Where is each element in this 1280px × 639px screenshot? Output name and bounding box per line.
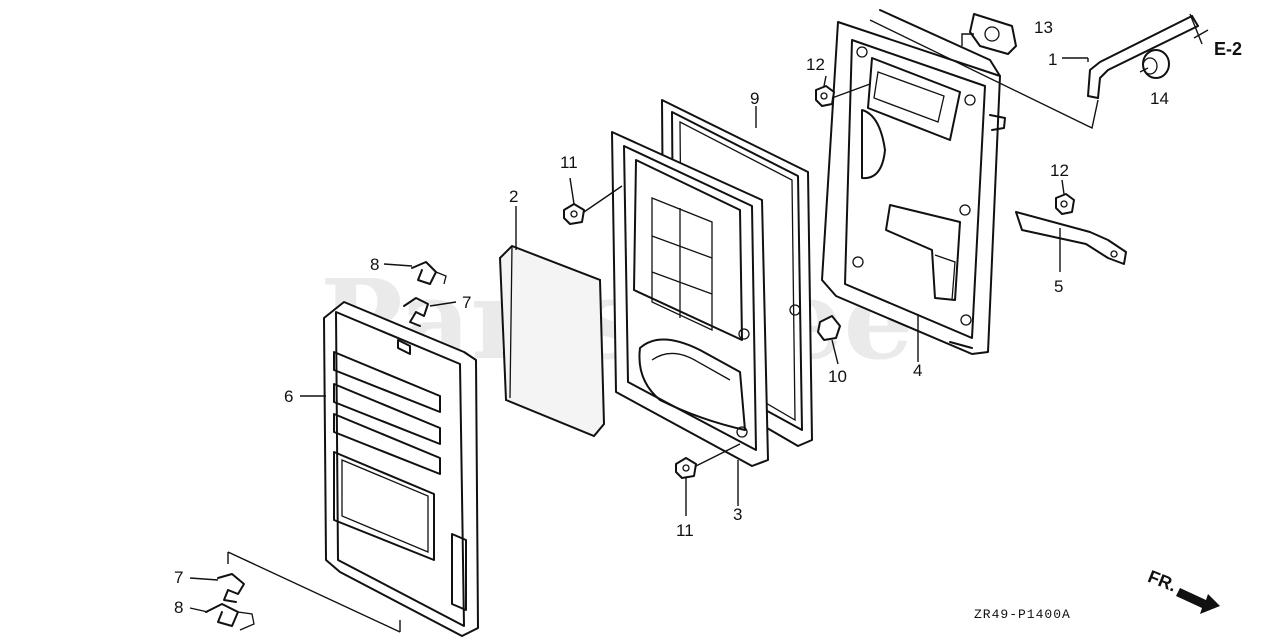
reference-e2: E-2 (1214, 39, 1242, 59)
part-11-nut-upper (563, 203, 585, 225)
callout-9: 9 (750, 89, 759, 108)
part-6-cover (323, 301, 479, 637)
callout-8-upper: 8 (370, 255, 379, 274)
callout-6: 6 (284, 387, 293, 406)
part-11-nut-lower (675, 457, 697, 479)
callout-12-upper: 12 (806, 55, 825, 74)
callout-4: 4 (913, 361, 922, 380)
part-2-filter (498, 244, 606, 438)
part-14-grommet (1142, 49, 1170, 79)
part-12-nut-upper (815, 85, 835, 107)
callout-11-lower: 11 (676, 521, 694, 540)
part-7-clip-lower (217, 573, 245, 603)
callout-10: 10 (828, 367, 847, 386)
part-5-stay (1015, 211, 1127, 265)
callout-1: 1 (1048, 50, 1057, 69)
part-10-plug (817, 315, 841, 341)
part-8-clip-lower (205, 603, 255, 631)
callout-5: 5 (1054, 277, 1063, 296)
part-3-housing (611, 131, 769, 467)
callout-13: 13 (1034, 18, 1053, 37)
diagram-code: ZR49-P1400A (974, 607, 1071, 622)
part-4-case (821, 9, 1006, 355)
part-13-gasket (969, 13, 1017, 55)
callout-7-lower: 7 (174, 568, 183, 587)
callout-labels: 1 2 3 4 5 6 7 7 8 8 9 10 11 11 12 12 13 … (174, 18, 1242, 617)
callout-3: 3 (733, 505, 742, 524)
front-arrow: FR. (1145, 566, 1220, 614)
callout-7-upper: 7 (462, 293, 471, 312)
callout-14: 14 (1150, 89, 1169, 108)
callout-11-upper: 11 (560, 153, 578, 172)
leader-lines (189, 13, 1209, 633)
part-12-nut-lower (1055, 193, 1075, 215)
front-label: FR. (1145, 566, 1179, 595)
part-7-clip-upper (403, 297, 429, 327)
callout-2: 2 (509, 187, 518, 206)
callout-8-lower: 8 (174, 598, 183, 617)
part-8-clip-upper (411, 261, 447, 285)
callout-12-lower: 12 (1050, 161, 1069, 180)
part-1-tube (1087, 15, 1199, 99)
